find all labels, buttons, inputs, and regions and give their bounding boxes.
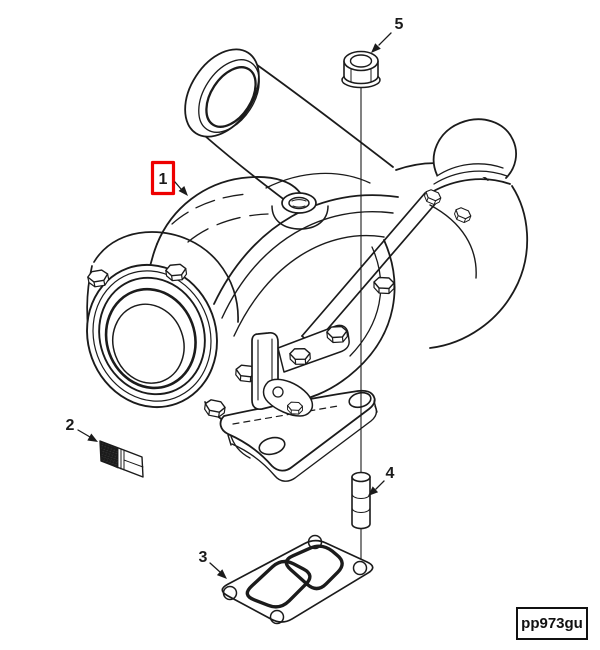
hex-bolt-icon: [202, 398, 227, 419]
callout-3[interactable]: 3: [199, 549, 227, 579]
jam-nut-icon: [422, 187, 443, 207]
inlet-flange: [86, 263, 218, 409]
callout-5-leader: [378, 32, 392, 46]
pin-bolt-icon: [286, 401, 304, 415]
callout-5-arrowhead-icon: [371, 43, 381, 53]
callout-4-leader: [375, 480, 385, 490]
callout-4[interactable]: 4: [368, 465, 395, 496]
gasket: [221, 534, 374, 625]
mounting-flange: [219, 389, 378, 482]
callout-2-arrowhead-icon: [87, 433, 98, 442]
callout-2[interactable]: 2: [66, 417, 98, 442]
callout-5[interactable]: 5: [371, 16, 404, 53]
callout-1[interactable]: 1: [150, 160, 189, 197]
callout-1-highlight-box: [150, 160, 176, 196]
callout-2-label[interactable]: 2: [66, 417, 75, 434]
callout-1-label[interactable]: 1: [159, 171, 168, 188]
linkage-bracket: [251, 324, 350, 417]
callout-3-arrowhead-icon: [216, 569, 227, 579]
hex-bolt-icon: [373, 276, 395, 295]
callout-2-leader: [77, 429, 91, 438]
turbocharger-drawing: [86, 48, 529, 482]
callout-5-label[interactable]: 5: [395, 16, 404, 33]
part-code-text: pp973gu: [521, 615, 583, 632]
callout-3-leader: [209, 562, 221, 573]
outlet-pipe: [184, 48, 394, 205]
callout-1-arrowhead-icon: [178, 186, 188, 196]
callout-1-leader: [174, 181, 182, 190]
dataplate: [99, 440, 144, 478]
callout-3-label[interactable]: 3: [199, 549, 208, 566]
callout-4-arrowhead-icon: [368, 486, 379, 496]
hex-nut: [341, 50, 381, 89]
flange-plate: [93, 231, 239, 323]
stud: [351, 471, 371, 530]
threaded-boss: [271, 192, 329, 230]
wastegate-actuator: [431, 118, 517, 193]
jam-nut-icon: [452, 205, 473, 225]
callout-4-label[interactable]: 4: [386, 465, 395, 482]
part-code-box: pp973gu: [516, 607, 588, 640]
